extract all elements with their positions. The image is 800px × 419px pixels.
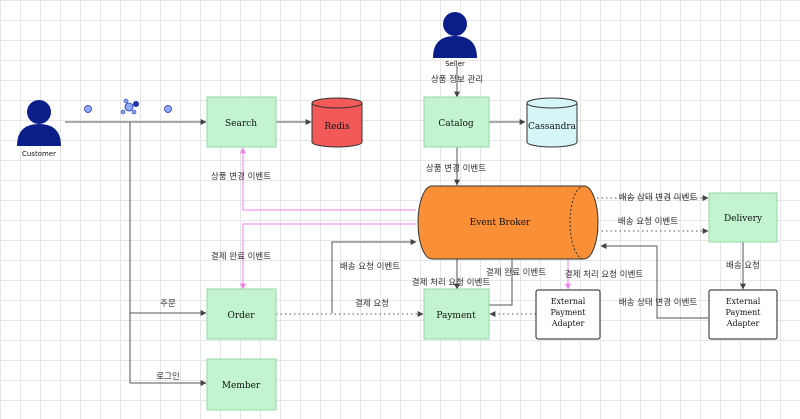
label-payment-complete-event: 결제 완료 이벤트 [486, 267, 546, 278]
order-label: Order [227, 311, 255, 321]
gateway-icon [120, 98, 139, 115]
catalog-service: Catalog [423, 96, 490, 148]
label-delivery-request: 배송 요청 [726, 261, 760, 271]
search-label: Search [225, 119, 257, 129]
delivery-adapter-line3: Adapter [726, 319, 760, 328]
event-broker: Event Broker [417, 185, 599, 260]
payment-adapter-line2: Payment [551, 308, 587, 317]
label-payment-process-request: 결제 처리 요청 이벤트 [412, 277, 491, 288]
label-payment-request: 결제 요청 [355, 298, 389, 309]
member-service: Member [206, 358, 277, 411]
member-label: Member [222, 381, 261, 391]
payment-adapter-line3: Adapter [551, 319, 585, 328]
order-service: Order [206, 288, 277, 340]
delivery-adapter-line2: Payment [726, 308, 762, 317]
label-delivery-request-left: 배송 요청 이벤트 [340, 261, 400, 272]
customer-icon [17, 100, 61, 146]
payment-adapter-line1: External [551, 297, 586, 306]
external-payment-adapter: External Payment Adapter [535, 289, 601, 340]
label-order: 주문 [160, 299, 176, 309]
event-broker-label: Event Broker [470, 218, 531, 228]
redis-datastore: Redis [311, 97, 363, 148]
label-search-product-change: 상품 변경 이벤트 [211, 171, 271, 182]
broker-to-order-pink-line [240, 223, 416, 290]
traffic-dots [84, 98, 172, 115]
redis-label: Redis [324, 122, 350, 132]
delivery-adapter-line1: External [726, 297, 761, 306]
label-product-info-mgmt: 상품 정보 관리 [431, 74, 483, 85]
label-payment-complete-to-order: 결제 완료 이벤트 [211, 251, 271, 262]
pink-connectors [240, 147, 571, 290]
delivery-label: Delivery [724, 214, 763, 224]
catalog-label: Catalog [438, 119, 474, 129]
external-delivery-adapter: External Payment Adapter [708, 289, 778, 340]
label-delivery-request-right: 배송 요청 이벤트 [618, 216, 678, 227]
edge-labels: 상품 정보 관리 상품 변경 이벤트 상품 변경 이벤트 결제 완료 이벤트 배… [156, 74, 760, 382]
seller-label: Seller [445, 60, 465, 68]
order-to-broker-line [331, 239, 417, 313]
label-payment-process-request-adapter: 결제 처리 요청 이벤트 [565, 269, 644, 280]
traffic-dot [164, 105, 172, 113]
connectors [65, 66, 746, 386]
label-delivery-status-change-bottom: 배송 상태 변경 이벤트 [619, 297, 698, 308]
delivery-service: Delivery [708, 192, 778, 243]
label-catalog-product-change: 상품 변경 이벤트 [426, 163, 486, 174]
label-login: 로그인 [156, 371, 179, 382]
payment-to-broker-line [489, 244, 515, 306]
customer-label: Customer [22, 150, 56, 158]
label-delivery-status-change-top: 배송 상태 변경 이벤트 [619, 192, 698, 203]
broker-to-search-pink-line [240, 147, 416, 211]
traffic-dot [84, 105, 92, 113]
cassandra-datastore: Cassandra [526, 97, 578, 148]
cassandra-label: Cassandra [528, 122, 577, 132]
search-service: Search [206, 96, 277, 148]
payment-service: Payment [423, 288, 490, 340]
delivery-adapter-to-broker-line [600, 243, 708, 319]
seller-icon [433, 12, 477, 58]
payment-label: Payment [436, 311, 476, 321]
seller-actor: Seller [433, 12, 477, 68]
customer-actor: Customer [17, 100, 61, 158]
